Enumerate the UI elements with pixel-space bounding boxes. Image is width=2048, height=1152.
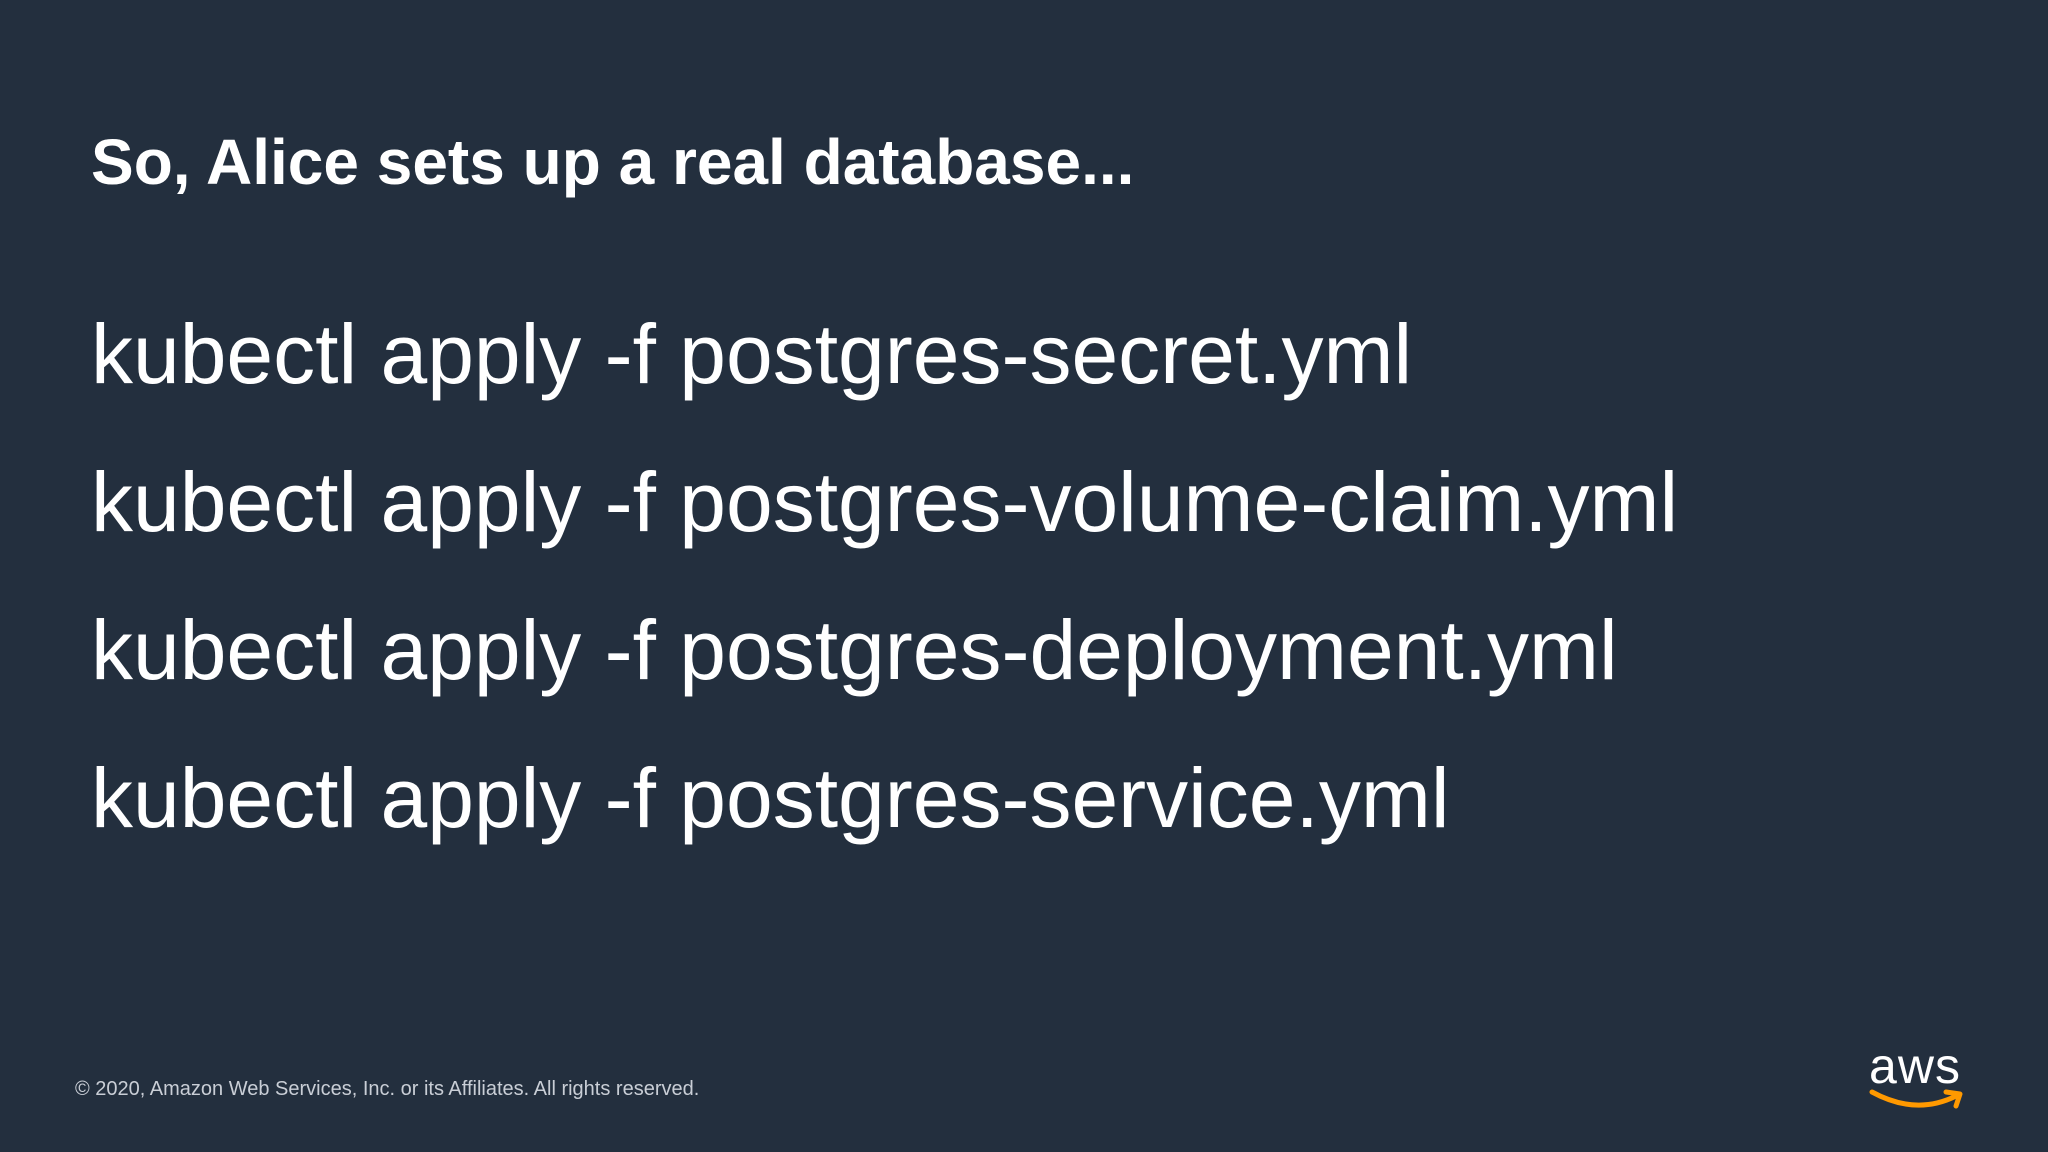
slide-title: So, Alice sets up a real database... — [91, 126, 1135, 198]
aws-logo-text: aws — [1869, 1038, 1961, 1094]
aws-logo: aws — [1860, 1038, 1970, 1118]
command-line: kubectl apply -f postgres-service.yml — [91, 751, 1450, 845]
command-line: kubectl apply -f postgres-deployment.yml — [91, 603, 1618, 697]
copyright-footer: © 2020, Amazon Web Services, Inc. or its… — [75, 1078, 700, 1100]
aws-smile-icon — [1869, 1089, 1963, 1109]
command-line: kubectl apply -f postgres-volume-claim.y… — [91, 455, 1679, 549]
command-list: kubectl apply -f postgres-secret.yml kub… — [91, 280, 1678, 872]
command-line: kubectl apply -f postgres-secret.yml — [91, 307, 1413, 401]
